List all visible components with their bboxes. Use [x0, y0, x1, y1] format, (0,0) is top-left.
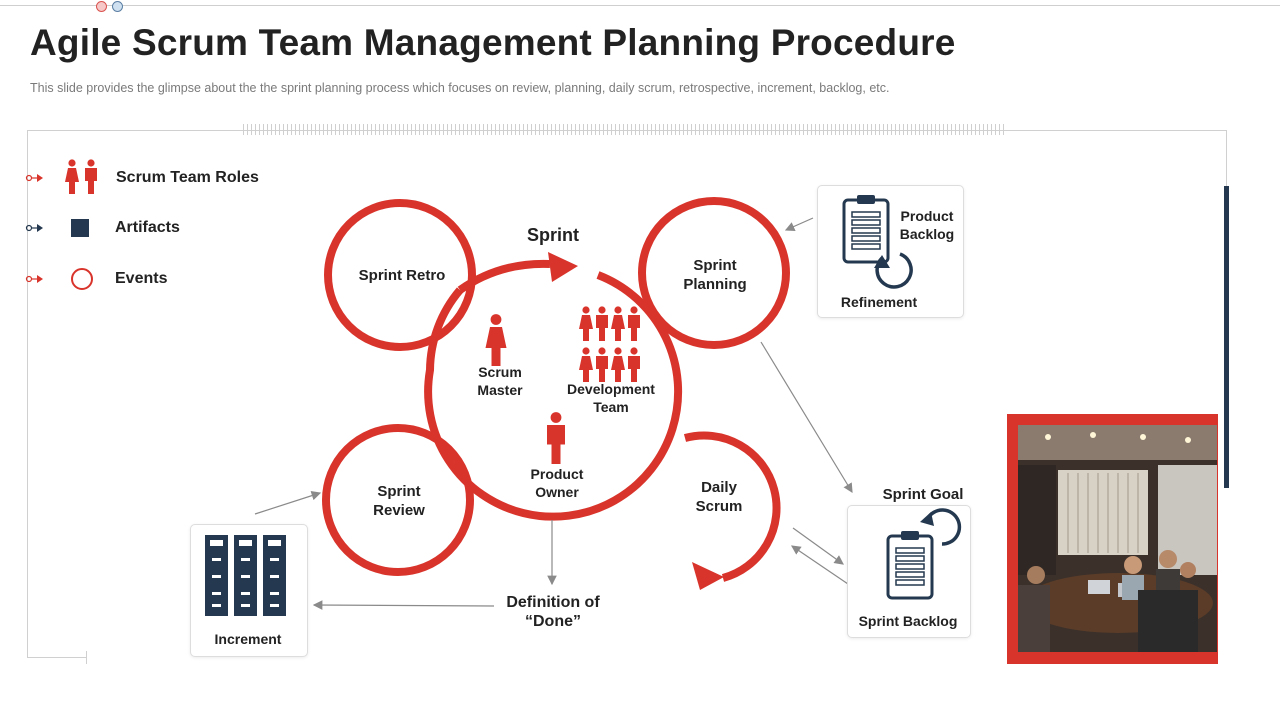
- frame-left-line: [27, 130, 28, 658]
- product-owner-line-1: Product: [530, 466, 584, 482]
- arrow-planning-to-goal: [760, 341, 853, 494]
- increment-label: Increment: [214, 631, 282, 647]
- product-backlog-card: [817, 185, 964, 318]
- sprint-retro-circle: [324, 199, 476, 351]
- page-subtitle: This slide provides the glimpse about th…: [30, 81, 890, 95]
- sprint-planning-line-1: Sprint: [693, 257, 737, 274]
- product-backlog-clipboard-icon: [842, 193, 890, 264]
- development-team-line-1: Development: [567, 381, 655, 397]
- sprint-backlog-clipboard-icon: [886, 529, 934, 600]
- arrow-backlog-to-planning: [784, 217, 814, 231]
- legend-artifacts-label: Artifacts: [115, 219, 180, 236]
- product-owner-line-2: Owner: [535, 484, 579, 500]
- product-backlog-label: Product Backlog: [892, 207, 962, 243]
- sprint-retro-label: Sprint Retro: [358, 267, 446, 284]
- frame-right-line: [1226, 130, 1227, 186]
- sprint-cycle-arc-top: [457, 259, 551, 294]
- sprint-cycle-arrowhead: [548, 252, 578, 282]
- sprint-review-line-1: Sprint: [377, 483, 421, 500]
- sprint-review-label: Sprint Review: [344, 482, 454, 520]
- definition-of-done-line-1: Definition of: [506, 594, 600, 611]
- daily-scrum-line-1: Daily: [701, 479, 737, 496]
- slide-dot-blue: [112, 1, 123, 12]
- sprint-planning-label: Sprint Planning: [660, 256, 770, 294]
- daily-scrum-arc: [683, 431, 781, 582]
- meeting-room-photo: [1018, 425, 1217, 652]
- product-owner-label: Product Owner: [512, 465, 602, 501]
- sprint-planning-line-2: Planning: [683, 276, 747, 293]
- legend-arrow-artifacts-icon: [25, 224, 43, 232]
- product-backlog-line-2: Backlog: [899, 226, 955, 242]
- definition-of-done-line-2: “Done”: [525, 613, 581, 630]
- frame-tick: [86, 651, 87, 664]
- sprint-goal-label: Sprint Goal: [882, 486, 964, 503]
- arrow-backlog-to-scrum: [791, 545, 849, 585]
- decorative-hatch: [243, 124, 1005, 135]
- arrow-increment-to-review: [254, 491, 322, 515]
- legend-roles-label: Scrum Team Roles: [116, 169, 259, 186]
- daily-scrum-label: Daily Scrum: [664, 478, 774, 516]
- arrow-done-to-increment: [312, 600, 495, 610]
- development-team-line-2: Team: [593, 399, 629, 415]
- definition-of-done-label: Definition of “Done”: [490, 593, 616, 631]
- arrow-scrum-to-backlog: [792, 527, 844, 565]
- product-backlog-line-1: Product: [900, 208, 954, 224]
- refinement-label: Refinement: [840, 294, 918, 310]
- legend-artifact-square-icon: [71, 219, 89, 237]
- page-title: Agile Scrum Team Management Planning Pro…: [30, 22, 956, 63]
- refinement-cycle-icon: [874, 252, 913, 289]
- top-rule: [0, 5, 1280, 6]
- slide-dot-red: [96, 1, 107, 12]
- daily-scrum-arrowhead: [692, 562, 724, 590]
- sprint-planning-circle: [638, 197, 790, 349]
- sprint-backlog-label: Sprint Backlog: [858, 613, 958, 629]
- sprint-cycle-circle: [424, 271, 683, 521]
- legend-events-label: Events: [115, 270, 168, 287]
- scrum-master-label: Scrum Master: [455, 363, 545, 399]
- increment-server-icon: [205, 535, 286, 616]
- legend-arrow-events-icon: [25, 275, 43, 283]
- meeting-room-illustration: [1018, 425, 1217, 652]
- legend-event-circle-icon: [71, 268, 93, 290]
- development-team-label: Development Team: [556, 380, 666, 416]
- frame-bottom-line: [27, 657, 87, 658]
- sprint-review-circle: [322, 424, 474, 576]
- decorative-navy-bar: [1224, 186, 1229, 488]
- sprint-label: Sprint: [527, 225, 579, 245]
- daily-scrum-line-2: Scrum: [695, 498, 743, 515]
- sprint-goal-cycle-icon: [920, 508, 962, 546]
- scrum-master-line-2: Master: [477, 382, 523, 398]
- legend-arrow-roles-icon: [25, 174, 43, 182]
- scrum-master-line-1: Scrum: [478, 364, 522, 380]
- sprint-review-line-2: Review: [373, 502, 425, 519]
